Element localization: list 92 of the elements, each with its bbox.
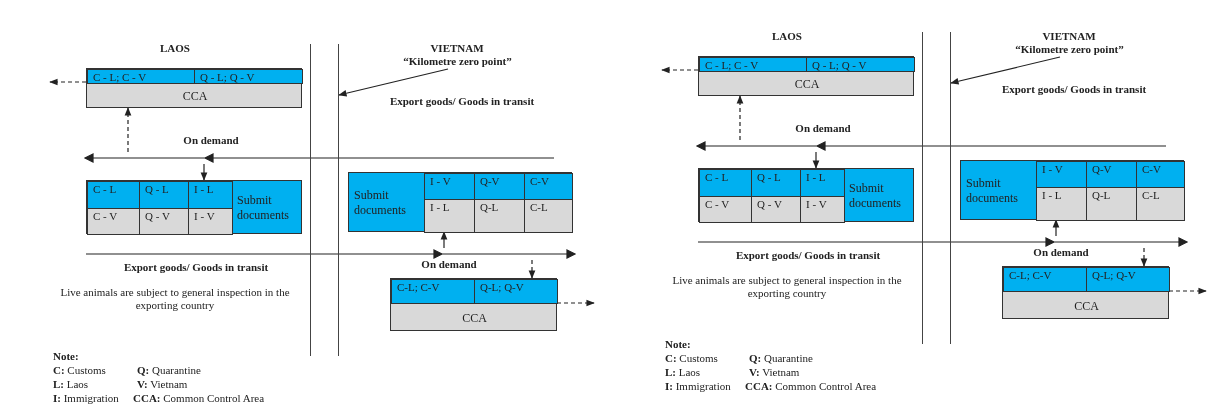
- document-table: [698, 168, 914, 222]
- code-cell: Q - V: [139, 208, 189, 235]
- cca-box: [698, 56, 914, 96]
- code-cell: Q-L: [474, 199, 525, 233]
- region-label: VIETNAM: [430, 42, 484, 54]
- arrow: [440, 231, 448, 249]
- region-label: LAOS: [772, 30, 802, 42]
- code-cell: Q - L; Q - V: [194, 69, 303, 84]
- abbreviation-key: Q: Quarantine: [749, 352, 813, 364]
- border-strip: [310, 44, 339, 356]
- note-text: Live animals are subject to general inspection in the exporting country: [60, 286, 290, 311]
- box-label: Submit documents: [849, 181, 902, 211]
- region-label: LAOS: [160, 42, 190, 54]
- arrow: [338, 68, 449, 97]
- code-cell: C - L: [87, 181, 140, 209]
- code-cell: I - L: [800, 169, 845, 197]
- code-cell: I - V: [800, 196, 845, 223]
- code-cell: I - L: [1036, 187, 1087, 221]
- code-cell: C - V: [87, 208, 140, 235]
- note-heading: Note:: [53, 350, 79, 362]
- code-cell: C - V: [699, 196, 752, 223]
- arrow: [661, 66, 699, 74]
- abbreviation-key: V: Vietnam: [137, 378, 188, 390]
- document-table: [960, 160, 1184, 220]
- code-cell: C - L; C - V: [87, 69, 195, 84]
- arrow: [200, 163, 208, 181]
- cca-box: [390, 278, 557, 331]
- arrow: [950, 56, 1061, 85]
- callout-text: “Kilometre zero point”: [987, 43, 1152, 57]
- code-cell: C-L: [1136, 187, 1185, 221]
- flow-label: Export goods/ Goods in transit: [735, 249, 881, 261]
- cca-box: [1002, 266, 1169, 319]
- code-cell: I - L: [188, 181, 233, 209]
- code-cell: Q - V: [751, 196, 801, 223]
- code-cell: Q-L; Q-V: [474, 279, 558, 304]
- abbreviation-key: L: Laos: [53, 378, 89, 390]
- abbreviation-key: Q: Quarantine: [137, 364, 201, 376]
- region-label: VIETNAM: [1042, 30, 1096, 42]
- arrow: [49, 78, 87, 86]
- abbreviation-key: C: Customs: [665, 352, 718, 364]
- note-text: Live animals are subject to general inspection in the exporting country: [672, 274, 902, 299]
- code-cell: Q-L: [1086, 187, 1137, 221]
- document-table: [348, 172, 572, 232]
- note-heading: Note:: [665, 338, 691, 350]
- box-label: CCA: [182, 89, 208, 104]
- flow-label: Export goods/ Goods in transit: [389, 95, 535, 107]
- callout-text: “Kilometre zero point”: [375, 55, 540, 69]
- box-label: CCA: [794, 77, 820, 92]
- arrow: [1140, 247, 1148, 267]
- document-table: [86, 180, 302, 234]
- flow-label: On demand: [1033, 246, 1089, 258]
- abbreviation-key: CCA: Common Control Area: [745, 380, 877, 392]
- flow-label: Export goods/ Goods in transit: [1001, 83, 1147, 95]
- box-label: Submit documents: [966, 176, 1019, 206]
- code-cell: C - L; C - V: [699, 57, 807, 72]
- box-label: CCA: [462, 310, 487, 326]
- abbreviation-key: I: Immigration: [53, 392, 119, 404]
- arrow: [556, 299, 595, 307]
- code-cell: C-L: [524, 199, 573, 233]
- box-label: Submit documents: [237, 193, 290, 223]
- code-cell: I - L: [424, 199, 475, 233]
- flow-arrow: [84, 152, 554, 164]
- code-cell: C-L; C-V: [391, 279, 475, 304]
- flow-label: Export goods/ Goods in transit: [123, 261, 269, 273]
- arrow: [124, 107, 132, 153]
- border-strip: [922, 32, 951, 344]
- code-cell: C - L: [699, 169, 752, 197]
- code-cell: I - V: [188, 208, 233, 235]
- code-cell: C-V: [524, 173, 573, 200]
- arrow: [1168, 287, 1207, 295]
- abbreviation-key: L: Laos: [665, 366, 701, 378]
- code-cell: Q - L; Q - V: [806, 57, 915, 72]
- box-label: Submit documents: [354, 188, 407, 218]
- arrow: [812, 151, 820, 169]
- cca-box: [86, 68, 302, 108]
- code-cell: Q-L; Q-V: [1086, 267, 1170, 292]
- abbreviation-key: CCA: Common Control Area: [133, 392, 265, 404]
- flow-arrow: [698, 236, 1188, 248]
- arrow: [528, 259, 536, 279]
- box-label: CCA: [1074, 298, 1099, 314]
- code-cell: C-V: [1136, 161, 1185, 188]
- flow-label: On demand: [421, 258, 477, 270]
- code-cell: C-L; C-V: [1003, 267, 1087, 292]
- flow-arrow: [696, 140, 1166, 152]
- flow-arrow: [86, 248, 576, 260]
- arrow: [736, 95, 744, 141]
- abbreviation-key: C: Customs: [53, 364, 106, 376]
- flow-label: On demand: [795, 122, 851, 134]
- flow-label: On demand: [183, 134, 239, 146]
- abbreviation-key: V: Vietnam: [749, 366, 800, 378]
- arrow: [1052, 219, 1060, 237]
- abbreviation-key: I: Immigration: [665, 380, 731, 392]
